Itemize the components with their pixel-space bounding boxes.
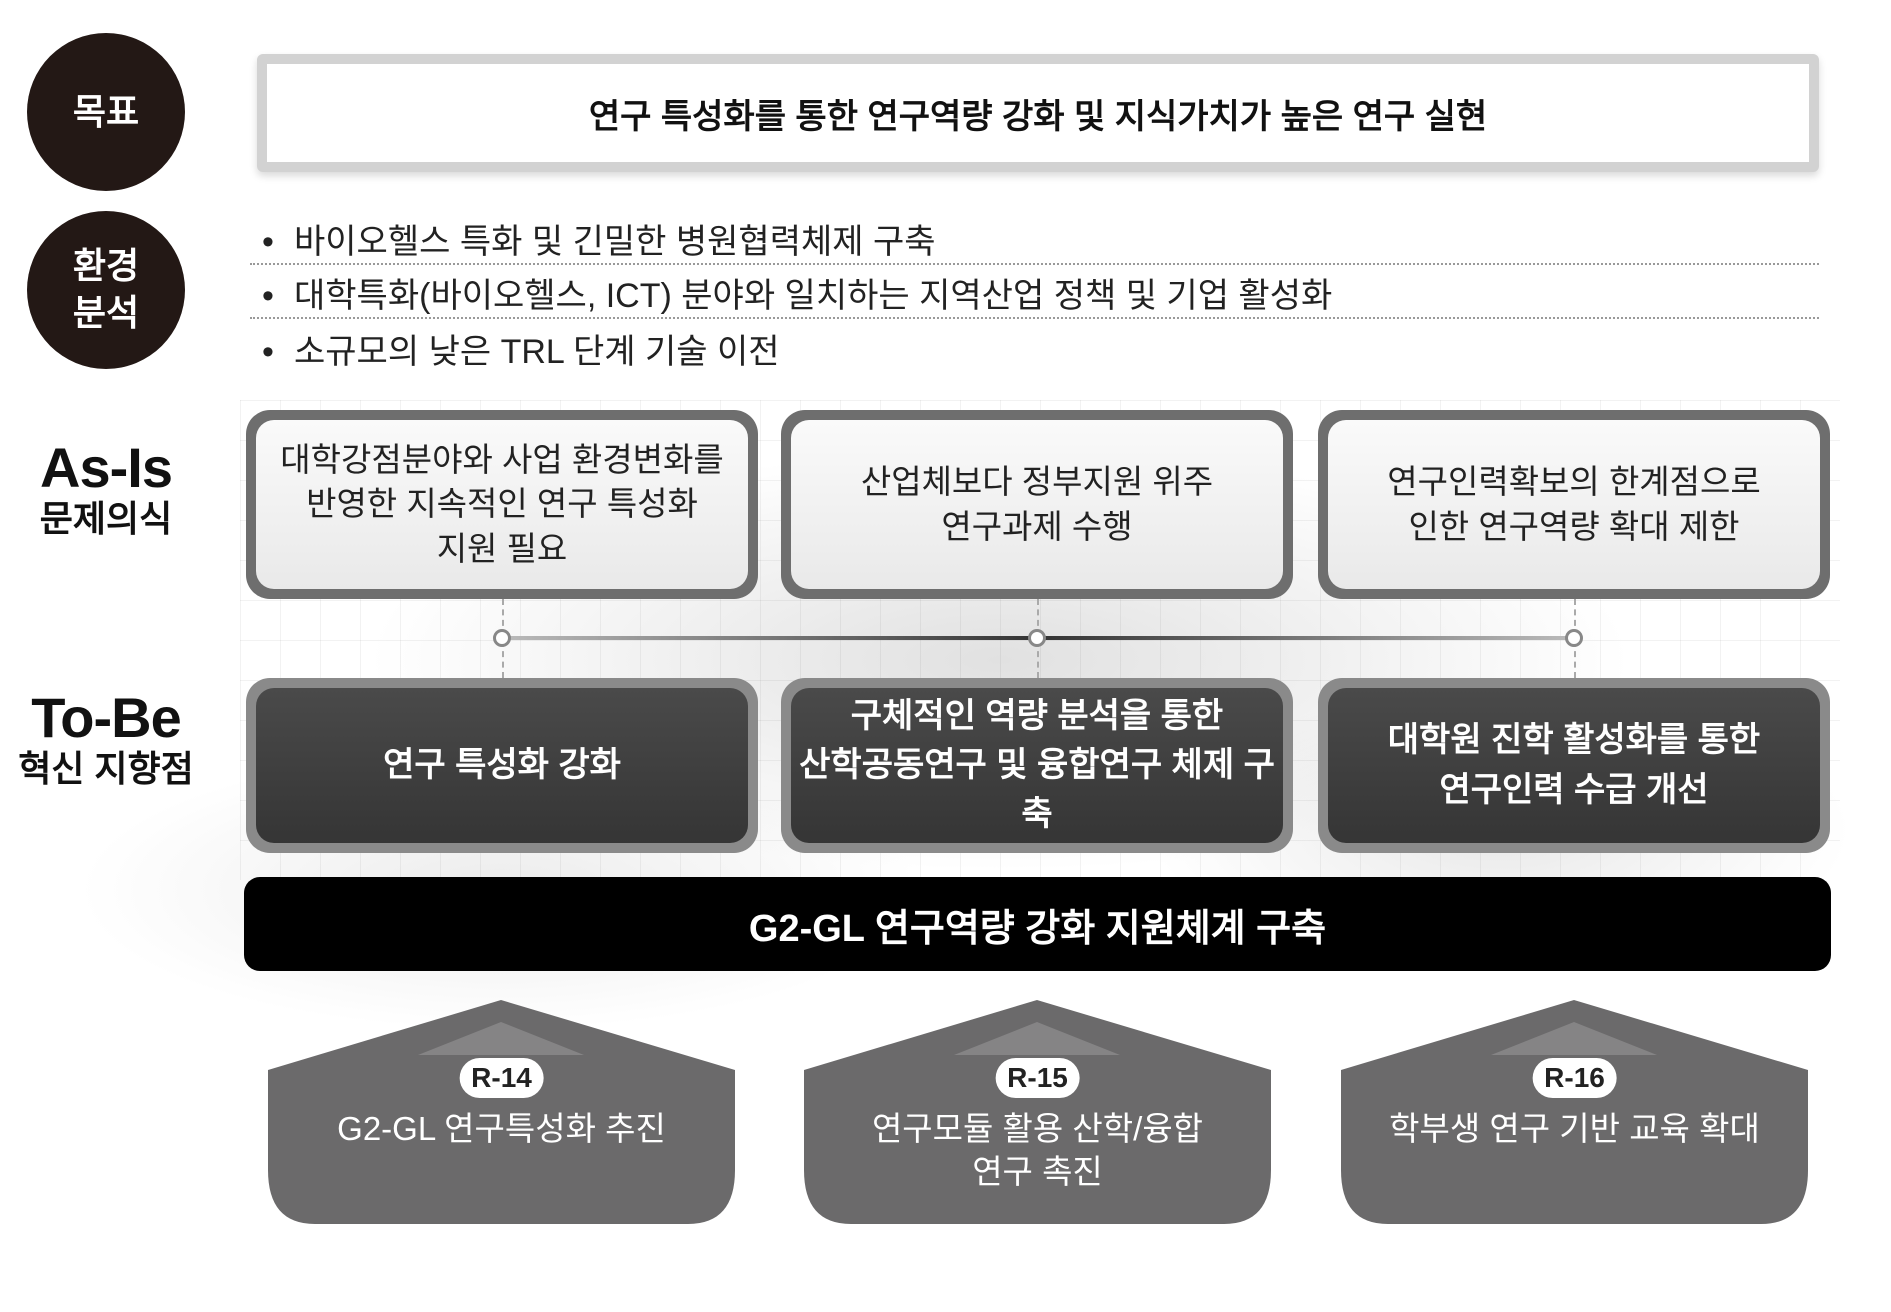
- environment-item-text: 소규모의 낮은 TRL 단계 기술 이전: [294, 333, 780, 371]
- program-text: 연구모듈 활용 산학/융합 연구 촉진: [871, 1110, 1204, 1190]
- house-shape: [1341, 1000, 1808, 1224]
- environment-item-text: 바이오헬스 특화 및 긴밀한 병원협력체제 구축: [294, 223, 936, 261]
- divider: [250, 317, 1819, 319]
- program-code-badge: R-16: [1532, 1058, 1617, 1098]
- system-bar: G2-GL 연구역량 강화 지원체계 구축: [244, 877, 1831, 971]
- environment-item: • 대학특화(바이오헬스, ICT) 분야와 일치하는 지역산업 정책 및 기업 …: [262, 268, 1332, 317]
- program-card-r14: R-14 G2-GL 연구특성화 추진: [268, 1000, 735, 1224]
- house-shape: [268, 1000, 735, 1224]
- environment-item: • 소규모의 낮은 TRL 단계 기술 이전: [262, 324, 780, 373]
- program-text: G2-GL 연구특성화 추진: [337, 1110, 666, 1147]
- asis-box: 산업체보다 정부지원 위주 연구과제 수행: [781, 410, 1293, 599]
- tobe-box-text: 구체적인 역량 분석을 통한 산학공동연구 및 융합연구 체제 구축: [791, 688, 1283, 843]
- tobe-title: To-Be: [31, 686, 182, 749]
- bullet-icon: •: [262, 223, 274, 261]
- connector-node: [493, 629, 511, 647]
- bullet-icon: •: [262, 277, 274, 315]
- tobe-subtitle: 혁신 지향점: [18, 748, 194, 789]
- program-card-r15: R-15 연구모듈 활용 산학/융합 연구 촉진: [804, 1000, 1271, 1224]
- asis-box: 대학강점분야와 사업 환경변화를 반영한 지속적인 연구 특성화 지원 필요: [246, 410, 758, 599]
- asis-label: As-Is 문제의식: [0, 440, 212, 543]
- asis-box: 연구인력확보의 한계점으로 인한 연구역량 확대 제한: [1318, 410, 1830, 599]
- environment-item-text: 대학특화(바이오헬스, ICT) 분야와 일치하는 지역산업 정책 및 기업 활…: [294, 277, 1333, 315]
- program-code-badge: R-15: [995, 1058, 1080, 1098]
- program-text: 학부생 연구 기반 교육 확대: [1389, 1110, 1760, 1147]
- tobe-box: 구체적인 역량 분석을 통한 산학공동연구 및 융합연구 체제 구축: [781, 678, 1293, 853]
- tobe-box-text: 연구 특성화 강화: [256, 688, 748, 843]
- tobe-box: 연구 특성화 강화: [246, 678, 758, 853]
- asis-box-text: 대학강점분야와 사업 환경변화를 반영한 지속적인 연구 특성화 지원 필요: [256, 420, 748, 589]
- program-code-badge: R-14: [459, 1058, 544, 1098]
- tobe-box: 대학원 진학 활성화를 통한 연구인력 수급 개선: [1318, 678, 1830, 853]
- divider: [250, 263, 1819, 265]
- environment-label: 환경 분석: [72, 245, 140, 333]
- goal-label: 목표: [72, 90, 140, 132]
- goal-label-circle: 목표: [27, 33, 185, 191]
- environment-item: • 바이오헬스 특화 및 긴밀한 병원협력체제 구축: [262, 214, 936, 263]
- goal-text: 연구 특성화를 통한 연구역량 강화 및 지식가치가 높은 연구 실현: [588, 97, 1488, 136]
- connector-node: [1028, 629, 1046, 647]
- tobe-label: To-Be 혁신 지향점: [0, 690, 212, 793]
- system-bar-text: G2-GL 연구역량 강화 지원체계 구축: [748, 907, 1327, 950]
- tobe-box-text: 대학원 진학 활성화를 통한 연구인력 수급 개선: [1328, 688, 1820, 843]
- bullet-icon: •: [262, 333, 274, 371]
- program-card-r16: R-16 학부생 연구 기반 교육 확대: [1341, 1000, 1808, 1224]
- asis-subtitle: 문제의식: [39, 498, 173, 539]
- environment-label-circle: 환경 분석: [27, 211, 185, 369]
- asis-box-text: 산업체보다 정부지원 위주 연구과제 수행: [791, 420, 1283, 589]
- connector-node: [1565, 629, 1583, 647]
- asis-title: As-Is: [40, 436, 173, 499]
- asis-box-text: 연구인력확보의 한계점으로 인한 연구역량 확대 제한: [1328, 420, 1820, 589]
- goal-box: 연구 특성화를 통한 연구역량 강화 및 지식가치가 높은 연구 실현: [257, 54, 1819, 172]
- house-shape: [804, 1000, 1271, 1224]
